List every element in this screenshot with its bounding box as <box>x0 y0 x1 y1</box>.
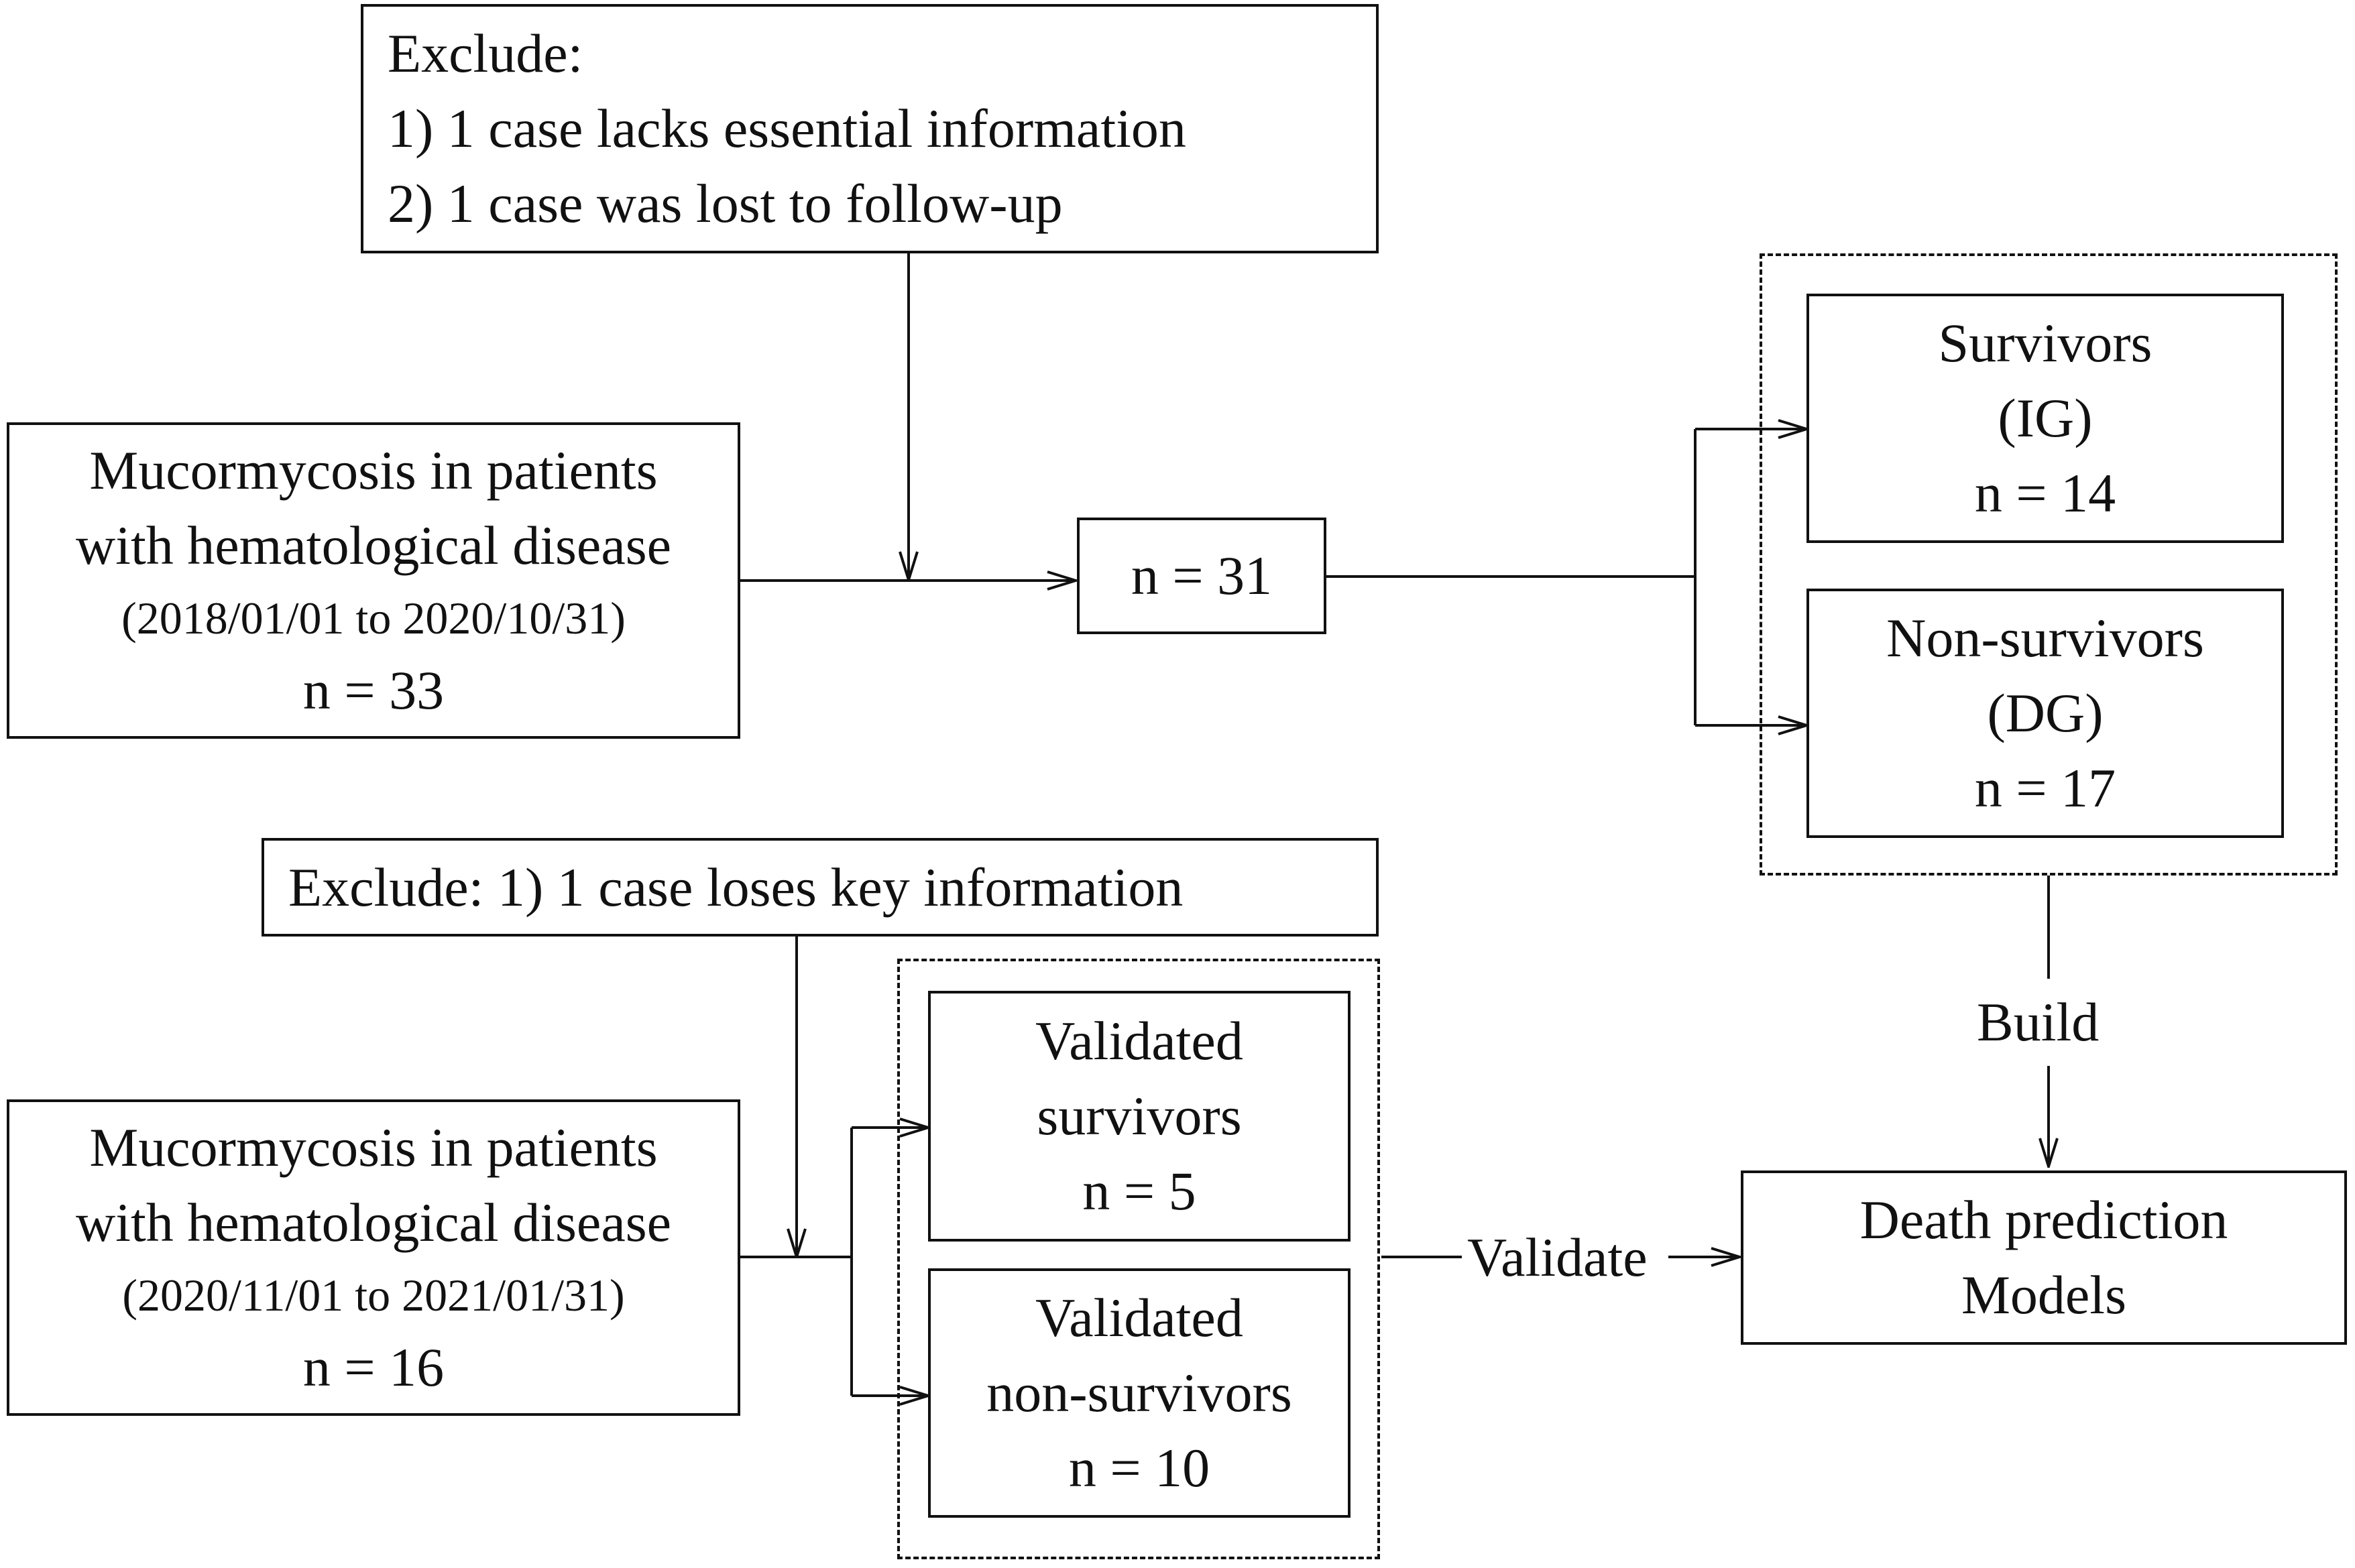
cohort1-line2: with hematological disease <box>75 515 672 576</box>
non-survivors-n: n = 17 <box>1974 758 2116 819</box>
validation-group-frame <box>897 959 1380 1559</box>
validated-non-survivors-n: n = 10 <box>1068 1437 1210 1498</box>
survivors-title: Survivors <box>1938 312 2152 373</box>
validate-label: Validate <box>1467 1224 1648 1291</box>
cohort1-box: Mucormycosis in patients with hematologi… <box>7 422 740 739</box>
validated-non-survivors-box: Validated non-survivors n = 10 <box>928 1268 1351 1518</box>
cohort1-dates: (2018/01/01 to 2020/10/31) <box>121 593 626 644</box>
included-box: n = 31 <box>1077 518 1326 634</box>
build-label: Build <box>1977 989 2100 1056</box>
included-n: n = 31 <box>1131 545 1273 606</box>
validated-survivors-n: n = 5 <box>1082 1160 1196 1221</box>
cohort1-n: n = 33 <box>302 660 445 721</box>
training-group-frame <box>1760 253 2338 876</box>
validated-non-survivors-line1: Validated <box>1035 1287 1243 1348</box>
cohort2-dates: (2020/11/01 to 2021/01/31) <box>122 1270 625 1321</box>
models-box: Death prediction Models <box>1741 1170 2347 1345</box>
non-survivors-title: Non-survivors <box>1886 607 2204 668</box>
cohort1-line1: Mucormycosis in patients <box>89 440 658 501</box>
cohort2-line2: with hematological disease <box>75 1192 672 1253</box>
cohort2-line1: Mucormycosis in patients <box>89 1117 658 1178</box>
survivors-group: (IG) <box>1998 387 2093 448</box>
bottom-exclude-box: Exclude: 1) 1 case loses key information <box>262 838 1379 937</box>
validated-survivors-line2: survivors <box>1037 1085 1242 1146</box>
non-survivors-group: (DG) <box>1987 682 2104 743</box>
validated-survivors-box: Validated survivors n = 5 <box>928 991 1351 1242</box>
validated-non-survivors-line2: non-survivors <box>986 1362 1292 1423</box>
top-exclude-heading: Exclude: <box>388 23 583 84</box>
models-line2: Models <box>1961 1264 2126 1325</box>
top-exclude-box: Exclude: 1) 1 case lacks essential infor… <box>361 4 1379 253</box>
survivors-box: Survivors (IG) n = 14 <box>1806 294 2284 543</box>
non-survivors-box: Non-survivors (DG) n = 17 <box>1806 589 2284 838</box>
validated-survivors-line1: Validated <box>1035 1010 1243 1071</box>
cohort2-n: n = 16 <box>302 1337 445 1398</box>
survivors-n: n = 14 <box>1974 463 2116 524</box>
top-exclude-item-1: 1) 1 case lacks essential information <box>388 98 1186 159</box>
top-exclude-item-2: 2) 1 case was lost to follow-up <box>388 173 1063 234</box>
cohort2-box: Mucormycosis in patients with hematologi… <box>7 1099 740 1416</box>
models-line1: Death prediction <box>1859 1189 2228 1250</box>
bottom-exclude-text: Exclude: 1) 1 case loses key information <box>288 856 1184 918</box>
